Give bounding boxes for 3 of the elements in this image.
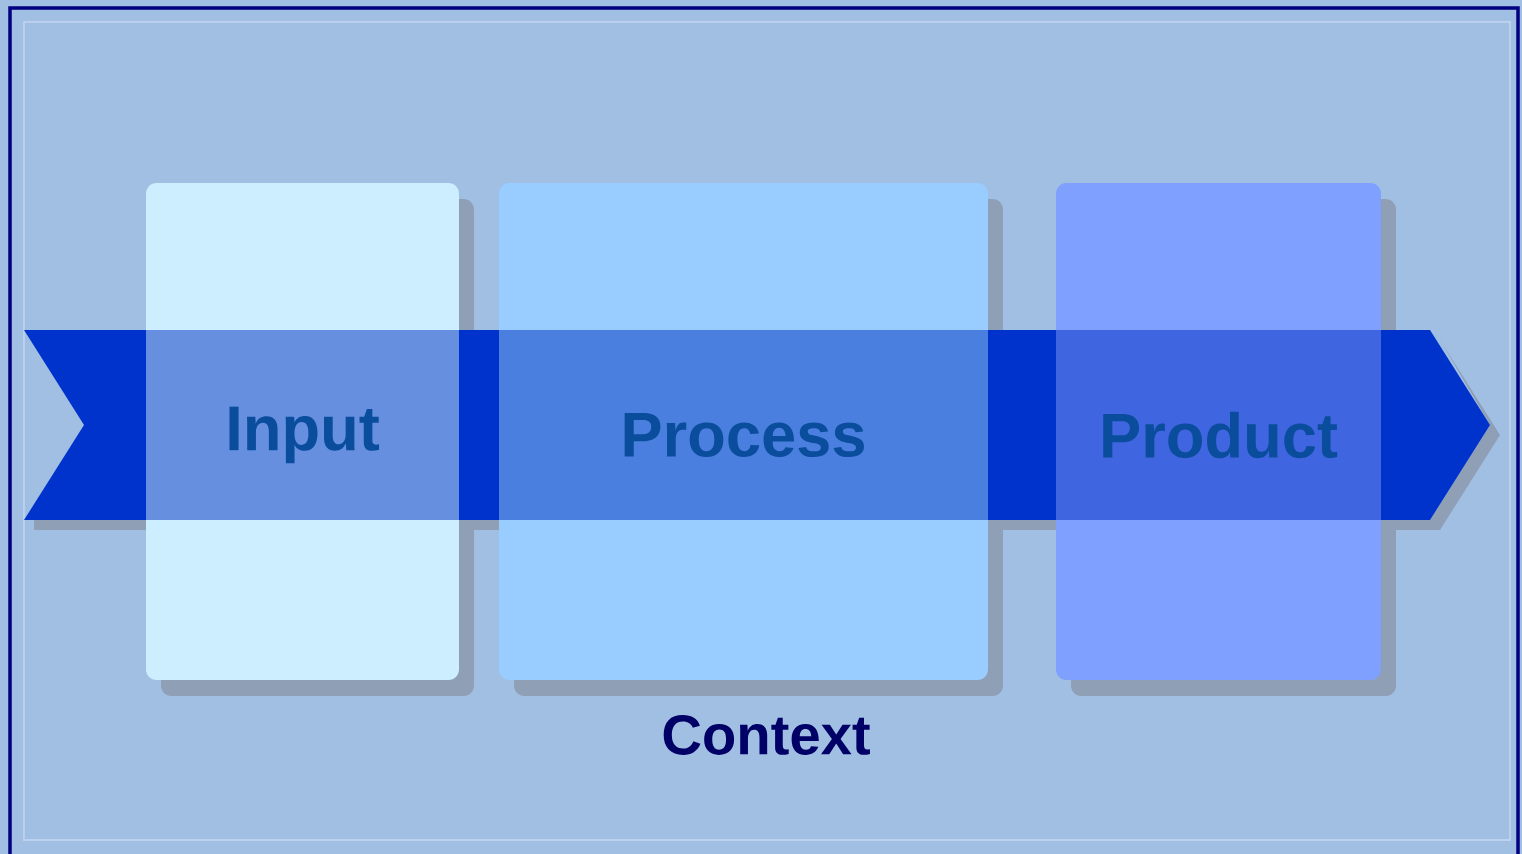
stage-box: Process: [499, 183, 988, 680]
stage-box: Input: [146, 183, 459, 680]
stage-box: Product: [1056, 183, 1381, 680]
